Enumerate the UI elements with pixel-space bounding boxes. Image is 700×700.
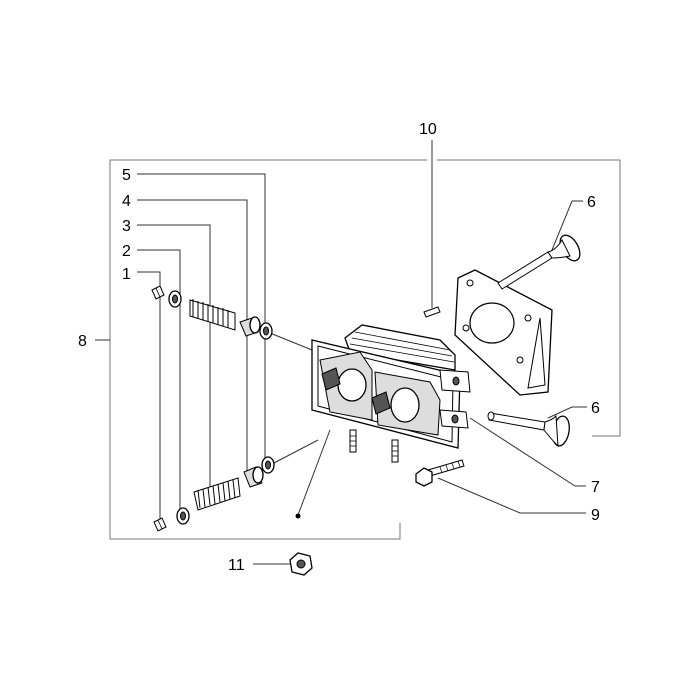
callout-6-lower: 6 [591,400,600,417]
leader-head-upper [269,332,313,351]
dowel-pin-part [423,306,441,318]
assembly-frame [109,159,621,540]
head-bolt-part [415,459,465,487]
leader-6a [551,200,583,251]
spring-upper [189,299,236,331]
spring-lower [193,477,241,511]
callout-10: 10 [419,121,437,138]
callout-11: 11 [228,557,245,574]
callout-3: 3 [122,218,131,235]
callout-7: 7 [591,479,600,496]
callout-2: 2 [122,243,131,260]
leader-2 [137,249,181,520]
callout-9: 9 [591,507,600,524]
leader-1 [137,271,161,520]
frame-right [437,159,621,437]
leader-4 [137,199,248,475]
head-gasket-part [454,269,553,396]
valve-keepers-part [151,285,167,532]
leader-head-dot [297,429,331,516]
seat-washer-part [259,322,275,474]
cylinder-head-part [311,324,471,463]
nut-part [289,552,313,576]
callout-5: 5 [122,167,131,184]
leader-5 [137,173,266,465]
valve-upper-part [497,234,581,290]
callout-8: 8 [78,333,87,350]
callout-labels: 1 2 3 4 5 6 6 7 8 9 10 11 [78,121,600,574]
spring-washer-part [168,290,190,525]
leader-9 [437,477,586,514]
valve-port-right [390,387,420,423]
valve-lower-part [487,411,570,448]
valve-spring-part [189,299,241,511]
frame-left [109,159,427,540]
callout-4: 4 [122,193,131,210]
leader-dot [295,513,301,519]
leader-head-lower [271,439,319,465]
leader-lines [95,140,587,565]
callout-1: 1 [122,266,131,283]
valve-seal-part [239,316,264,488]
leader-7 [469,417,586,487]
callout-6-upper: 6 [587,194,596,211]
leader-3 [137,224,211,505]
leader-6b [547,406,587,419]
valve-port-left [337,368,367,402]
